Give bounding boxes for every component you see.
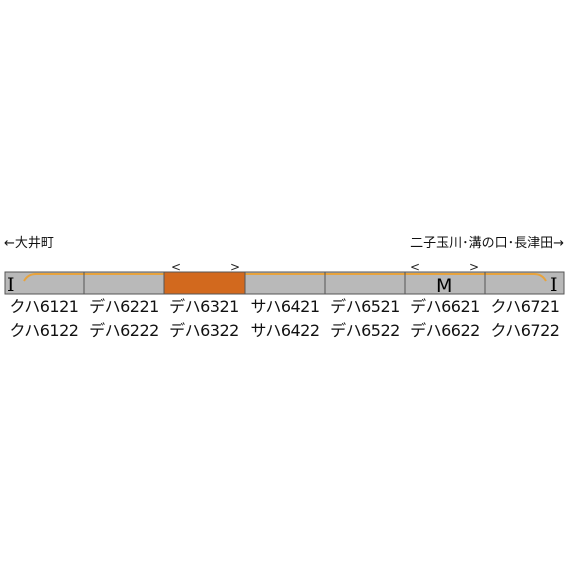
direction-right-label: 二子玉川･溝の口･長津田→ [410, 236, 564, 251]
car-4-number-b: サハ6422 [250, 321, 320, 340]
car-1-number-a: クハ6121 [9, 297, 79, 316]
cab-marker-right: I [550, 274, 558, 296]
car-6-number-a: デハ6621 [410, 297, 480, 316]
car-7-number-a: クハ6721 [490, 297, 560, 316]
car-3-highlight [163, 271, 246, 295]
motor-marker: M [436, 275, 452, 297]
direction-left-label: ←大井町 [4, 236, 54, 251]
car-5-number-a: デハ6521 [330, 297, 400, 316]
pantograph-left-icon: < [171, 260, 181, 274]
car-6-number-b: デハ6622 [410, 321, 480, 340]
car-3-number-a: デハ6321 [169, 297, 239, 316]
pantograph-right-icon: > [469, 260, 479, 274]
pantograph-right-icon: > [230, 260, 240, 274]
train-formation-diagram: < > < > I I M [4, 260, 565, 297]
car-2-number-a: デハ6221 [89, 297, 159, 316]
car-4-number-a: サハ6421 [250, 297, 320, 316]
car-1-number-b: クハ6122 [9, 321, 79, 340]
stripe-left [23, 273, 164, 282]
car-3-number-b: デハ6322 [169, 321, 239, 340]
car-5-number-b: デハ6522 [330, 321, 400, 340]
pantograph-left-icon: < [410, 260, 420, 274]
stripe-right [245, 273, 547, 282]
car-7-number-b: クハ6722 [490, 321, 560, 340]
cab-marker-left: I [7, 274, 15, 296]
car-2-number-b: デハ6222 [89, 321, 159, 340]
train-body-base [4, 271, 565, 295]
